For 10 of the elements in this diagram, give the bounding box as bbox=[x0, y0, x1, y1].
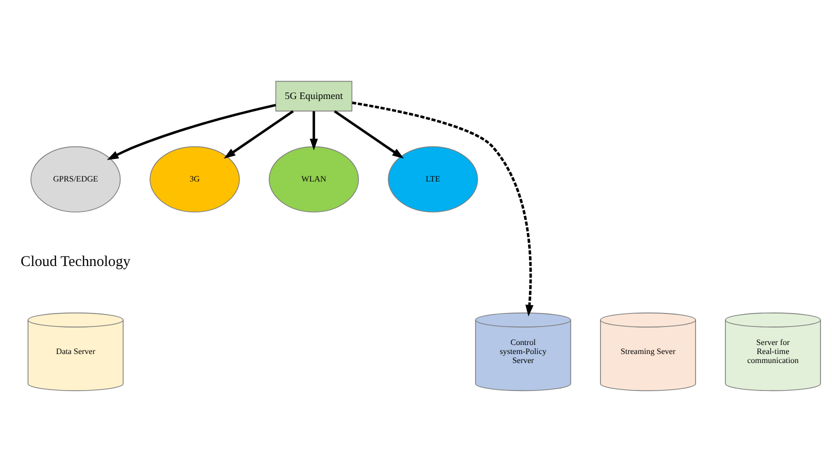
arrow bbox=[352, 101, 534, 316]
node-box: 5G Equipment bbox=[275, 80, 352, 111]
arrow bbox=[334, 110, 404, 158]
arrow bbox=[106, 103, 276, 160]
node-ellipse: 3G bbox=[150, 146, 240, 212]
arrow bbox=[224, 110, 294, 158]
arrow bbox=[310, 110, 318, 150]
node-ellipse: WLAN bbox=[268, 146, 359, 212]
node-text: Cloud Technology bbox=[20, 254, 131, 270]
node-ellipse: LTE bbox=[388, 146, 478, 212]
